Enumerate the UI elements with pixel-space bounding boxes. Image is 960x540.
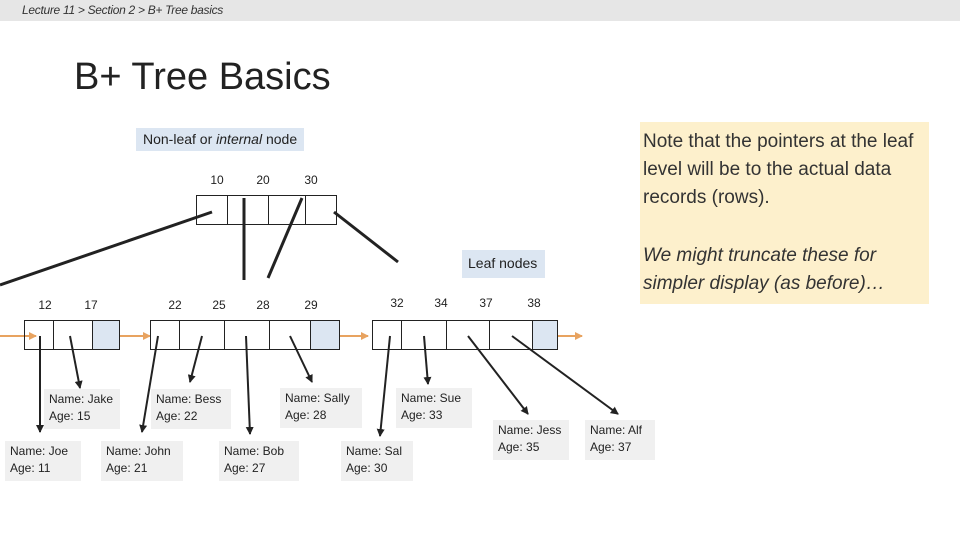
record-pointer (376, 335, 391, 437)
record-pointer (423, 335, 432, 385)
record-pointer (245, 335, 254, 435)
note-italic-text: We might truncate these for simpler disp… (643, 245, 885, 294)
record-pointer (289, 335, 313, 383)
leaf-key: 17 (84, 298, 98, 312)
record-pointer (69, 335, 83, 389)
leaf-pointer-cell (446, 320, 490, 350)
pointer-line (0, 210, 213, 287)
leaf-pointer-cell (269, 320, 311, 350)
record-pointer (139, 335, 159, 433)
leaf-pointer-cell (489, 320, 533, 350)
leaf-key: 22 (168, 298, 182, 312)
leaf-next-pointer-cell (532, 320, 558, 350)
leaf-key: 37 (479, 296, 493, 310)
leaf-key: 12 (38, 298, 52, 312)
page-title: B+ Tree Basics (74, 56, 331, 98)
leaf-next-pointer-cell (310, 320, 340, 350)
internal-key: 20 (256, 173, 270, 187)
note-text: Note that the pointers at the leaf level… (643, 131, 914, 208)
leaf-pointer-cell (179, 320, 225, 350)
internal-node-label: Non-leaf or internal node (136, 128, 305, 151)
leaf-pointer-cell (224, 320, 270, 350)
pointer-line (333, 210, 399, 264)
internal-pointer-cell (268, 195, 306, 225)
internal-pointer-cell (196, 195, 228, 225)
leaf-next-pointer-cell (92, 320, 120, 350)
leaf-key: 29 (304, 298, 318, 312)
leaf-pointer-cell (24, 320, 54, 350)
record-pointer (187, 335, 203, 383)
pointer-line (266, 197, 304, 279)
internal-key: 10 (210, 173, 224, 187)
leaf-key: 32 (390, 296, 404, 310)
internal-pointer-cell (305, 195, 337, 225)
leaf-key: 25 (212, 298, 226, 312)
leaf-key: 34 (434, 296, 448, 310)
leaf-key: 38 (527, 296, 541, 310)
leaf-pointer-cell (53, 320, 93, 350)
internal-key: 30 (304, 173, 318, 187)
internal-pointer-cell (227, 195, 269, 225)
leaf-key: 28 (256, 298, 270, 312)
leaf-nodes-label: Leaf nodes (462, 250, 546, 278)
leaf-pointer-cell (372, 320, 402, 350)
breadcrumb-text: Lecture 11 > Section 2 > B+ Tree basics (22, 3, 223, 17)
note-box (640, 122, 929, 304)
breadcrumb: Lecture 11 > Section 2 > B+ Tree basics (0, 0, 960, 21)
leaf-pointer-cell (401, 320, 447, 350)
leaf-pointer-cell (150, 320, 180, 350)
